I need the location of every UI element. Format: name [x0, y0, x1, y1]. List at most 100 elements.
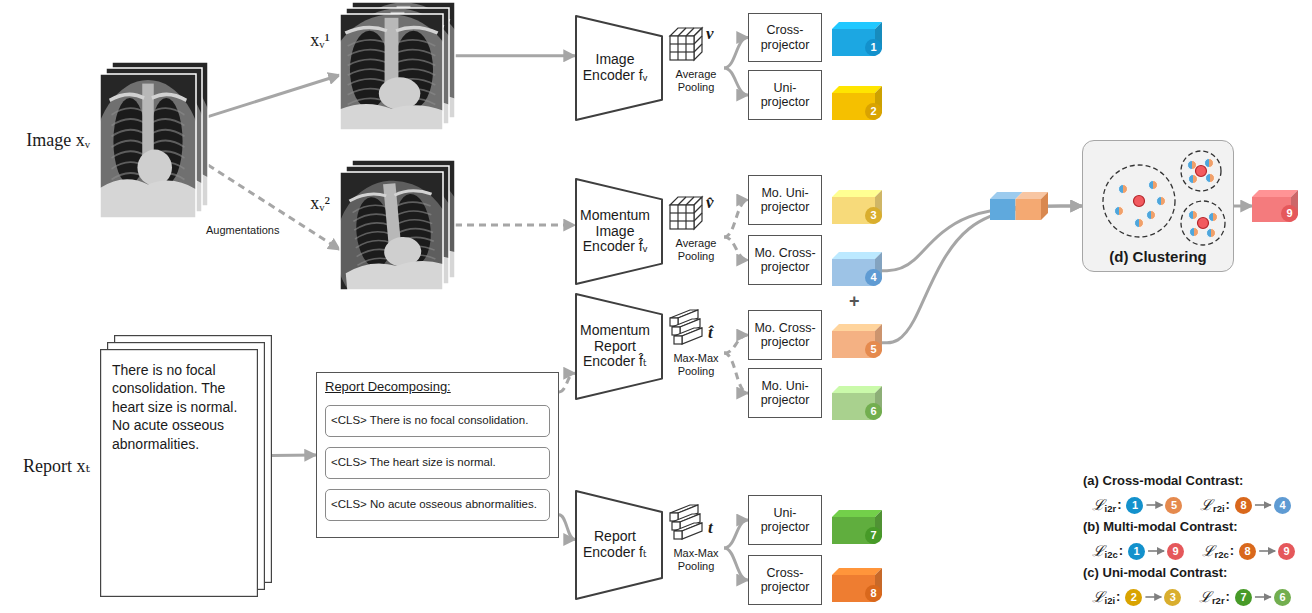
- xray-image-part-part: [112, 151, 146, 158]
- xray-image-part-part: [348, 69, 388, 75]
- xray-image-part-part: [348, 59, 388, 65]
- callout-number: 2: [1125, 589, 1142, 606]
- feature-vector: 9: [1252, 190, 1298, 222]
- projector-box: Mo. Uni-projector: [748, 175, 822, 225]
- tensor-symbol: v: [706, 25, 714, 44]
- feature-tensor-graphic-part-part: [682, 523, 702, 539]
- xray-image: [325, 14, 459, 166]
- loss-subscript: i2c: [1105, 549, 1118, 561]
- clustering-panel-graphic-part: [1181, 151, 1221, 191]
- xray-image-part-part: [151, 141, 185, 148]
- feature-vector-graphic-part: [832, 252, 882, 259]
- feature-vector: 2: [832, 86, 882, 120]
- xray-image-part-part: [396, 28, 438, 33]
- clustering-panel-graphic-part: [1189, 211, 1198, 220]
- connector-arrow: [455, 224, 575, 227]
- loss-subscript: r2r: [1212, 595, 1225, 607]
- feature-tensor-graphic-part-part: [682, 328, 702, 344]
- feature-tensor-graphic-part: [670, 505, 702, 539]
- loss-symbol: ℒ: [1200, 496, 1212, 514]
- legend-arrow: [1146, 504, 1162, 506]
- feature-vector-graphic-part: [832, 568, 882, 575]
- sentence-box: <CLS> No acute osseous abnormalities.: [325, 489, 550, 521]
- xray-image-part-part: [112, 141, 146, 148]
- feature-vector-graphic-part: [832, 22, 882, 29]
- encoder-block-graphic-part: [576, 491, 662, 599]
- xray-image-part: [331, 9, 465, 161]
- xray-image-part-part: [110, 94, 145, 100]
- connector-arrow: [559, 515, 575, 540]
- feature-tensor-graphic-part-part: [685, 205, 686, 229]
- feature-tensor-graphic-part-part: [678, 28, 686, 36]
- callout-number: 1: [1128, 543, 1145, 560]
- xray-image: [331, 8, 465, 160]
- connector-arrow: [724, 335, 748, 353]
- xray-image-part: [325, 15, 459, 167]
- xray-image-part: [92, 80, 203, 248]
- feature-vector-graphic-part: [832, 510, 882, 517]
- input-image-stack-graphic-part: [100, 74, 196, 218]
- projector-box: Uni-projector: [748, 70, 822, 120]
- feature-vector: 1: [832, 22, 882, 56]
- clustering-panel-graphic-part: [1135, 219, 1144, 228]
- callout-number: 3: [1164, 589, 1181, 606]
- encoder-block-graphic-part: [576, 294, 662, 399]
- loss-symbol: ℒ: [1202, 542, 1214, 560]
- xray-image-part-part: [395, 59, 435, 65]
- xray-image-part-part: [397, 227, 433, 235]
- connector-arrow: [724, 200, 748, 237]
- xray-image-part-part: [396, 218, 432, 226]
- encoder-block: Momentum Image Encoder f̂ᵥ: [575, 178, 663, 285]
- projector-label: Uni-projector: [749, 81, 821, 110]
- feature-vector: 4: [832, 252, 882, 286]
- connector-arrow: [208, 75, 340, 117]
- feature-vector: 5: [832, 324, 882, 358]
- pooling-label: Average Pooling: [668, 237, 724, 262]
- loss-subscript: r2c: [1215, 549, 1229, 561]
- feature-tensor-graphic-part-part: [694, 36, 702, 44]
- feature-tensor-graphic-part-part: [677, 205, 678, 229]
- feature-tensor-graphic-part-part: [677, 36, 678, 60]
- xray-image-part-part: [352, 204, 388, 212]
- projector-label: Mo. Uni-projector: [749, 186, 821, 215]
- panel-caption: (d) Clustering: [1083, 249, 1233, 266]
- feature-tensor-graphic-part: [670, 310, 702, 344]
- operator-sign: +: [849, 292, 860, 312]
- feature-tensor-graphic-part-part: [670, 51, 694, 52]
- connector-group: [208, 38, 1252, 581]
- connector-arrow: [724, 38, 748, 69]
- callout-number: 5: [1165, 497, 1182, 514]
- connector-arrow: [272, 454, 316, 458]
- input-label: Report xₜ: [23, 456, 90, 477]
- feature-vector: 8: [832, 568, 882, 602]
- xray-image-part-part: [355, 231, 391, 239]
- clustering-panel-graphic-part: [1190, 228, 1199, 237]
- pooling-label: Max-Max Pooling: [668, 547, 724, 572]
- connector-arrow: [724, 353, 748, 393]
- clustering-panel-graphic-part: [1149, 181, 1158, 190]
- clustering-panel-graphic-part: [1115, 207, 1124, 216]
- xray-image-part-part: [395, 40, 435, 46]
- xray-image-part-part: [100, 179, 196, 230]
- tensor-symbol: v̂: [706, 194, 714, 213]
- projector-label: Mo. Uni-projector: [749, 379, 821, 408]
- tensor-symbol: t̂: [708, 324, 713, 343]
- encoder-block-graphic-part: [576, 16, 662, 120]
- loss-symbol: ℒ: [1092, 542, 1104, 560]
- feature-tensor-graphic-part-part: [674, 531, 682, 539]
- legend-arrow: [1145, 596, 1161, 598]
- loss-colon: :: [1116, 588, 1120, 606]
- callout-number: 7: [865, 527, 882, 544]
- loss-subscript: i2r: [1105, 503, 1117, 515]
- projector-box: Mo. Cross-projector: [748, 235, 822, 285]
- callout-number: 9: [1167, 543, 1184, 560]
- callout-number: 6: [865, 403, 882, 420]
- xray-image-part-part: [152, 94, 187, 100]
- feature-tensor: v̂ Average Pooling: [668, 193, 724, 273]
- projector-box: Uni-projector: [748, 495, 822, 545]
- clustering-panel-graphic-part: [1147, 211, 1156, 220]
- xray-image-part-part: [112, 119, 146, 126]
- feature-vector-graphic-part: [832, 86, 882, 93]
- loss-colon: :: [1230, 542, 1234, 560]
